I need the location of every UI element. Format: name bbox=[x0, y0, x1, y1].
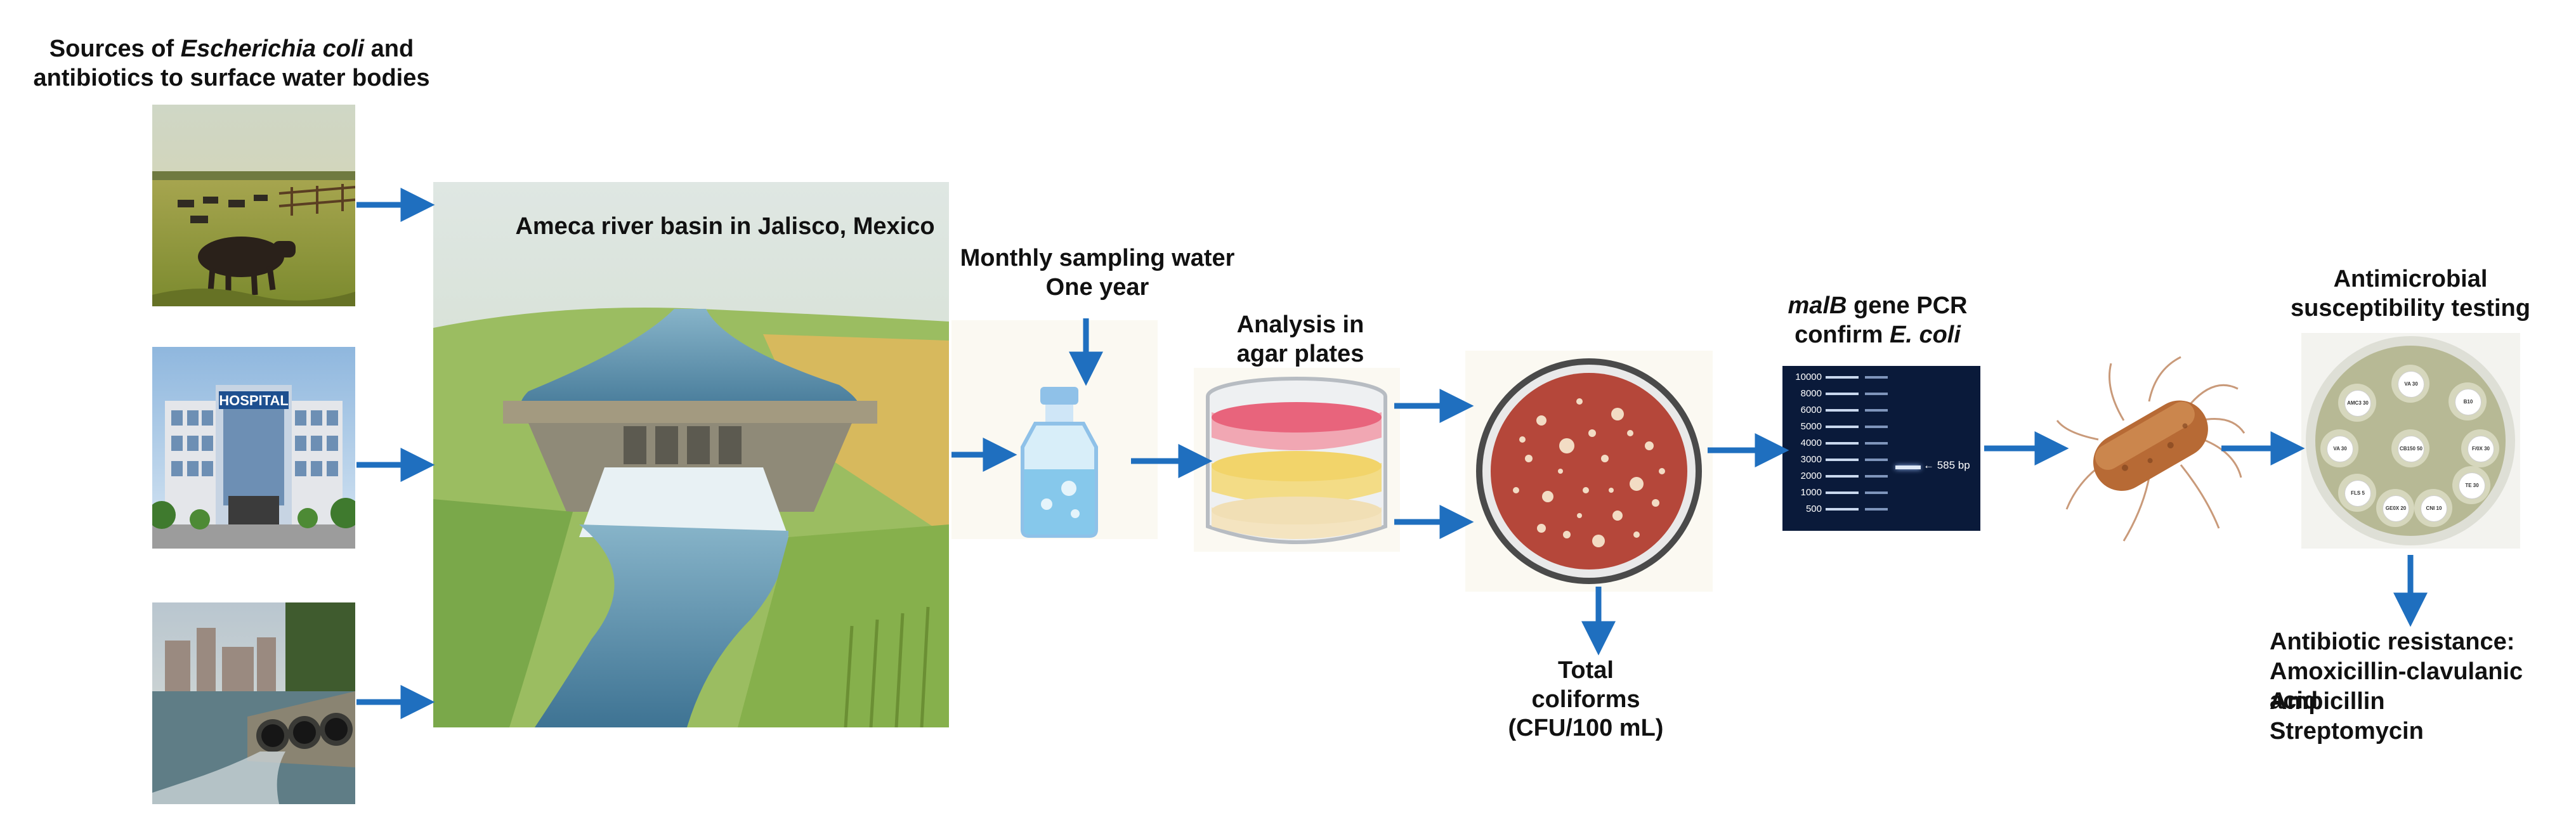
ast-line2: susceptibility testing bbox=[2291, 294, 2530, 322]
ladder-band bbox=[1865, 376, 1888, 379]
agar-line1: Analysis in bbox=[1236, 311, 1364, 338]
agar-label: Analysis in agar plates bbox=[1199, 311, 1402, 368]
sources-title-line2: antibiotics to surface water bodies bbox=[33, 64, 430, 91]
ast-plate-image: AMC3 30 VA 30 B10 VA 30 CB150 50 F/0X 30 FLS 5… bbox=[2301, 333, 2520, 549]
ladder-size-label: 6000 bbox=[1800, 405, 1822, 415]
ast-label: Antimicrobial susceptibility testing bbox=[2277, 265, 2544, 323]
coliforms-line2: coliforms bbox=[1531, 686, 1640, 713]
pcr-title-italic: malB bbox=[1788, 292, 1847, 319]
pcr-product-band bbox=[1895, 465, 1921, 469]
antibiotic-disc: AMC3 30 bbox=[2344, 390, 2371, 417]
ladder-band bbox=[1826, 491, 1859, 494]
ladder-size-label: 5000 bbox=[1800, 421, 1822, 432]
ladder-size-label: 2000 bbox=[1800, 471, 1822, 481]
hospital-image: HOSPITAL bbox=[152, 347, 355, 549]
river-basin-image: Ameca river basin in Jalisco, Mexico bbox=[433, 182, 949, 727]
coliforms-label: Total coliforms (CFU/100 mL) bbox=[1459, 656, 1713, 743]
antibiotic-disc: F/0X 30 bbox=[2468, 436, 2494, 462]
ladder-band bbox=[1826, 376, 1859, 379]
ladder-band bbox=[1826, 475, 1859, 478]
discharge-pipes-image bbox=[152, 602, 355, 804]
ladder-size-label: 1000 bbox=[1800, 487, 1822, 498]
ladder-band bbox=[1865, 459, 1888, 461]
antibiotic-disc: VA 30 bbox=[2327, 436, 2353, 462]
e-coli-bacterium-icon bbox=[2054, 351, 2247, 547]
sampling-line2: One year bbox=[1045, 273, 1149, 301]
ast-line1: Antimicrobial bbox=[2333, 266, 2488, 292]
ladder-band bbox=[1826, 508, 1859, 511]
ladder-band bbox=[1826, 426, 1859, 428]
ladder-size-label: 3000 bbox=[1800, 454, 1822, 465]
water-bottle-icon bbox=[951, 320, 1158, 539]
pcr-line2-pre: confirm bbox=[1795, 321, 1890, 348]
antibiotic-disc: FLS 5 bbox=[2344, 480, 2371, 507]
pcr-label: malB gene PCR confirm E. coli bbox=[1744, 292, 2011, 349]
resistance-item: Ampicillin bbox=[2270, 688, 2385, 715]
ladder-size-label: 500 bbox=[1805, 504, 1822, 514]
sampling-line1: Monthly sampling water bbox=[960, 245, 1235, 271]
antibiotic-disc: B10 bbox=[2455, 389, 2481, 415]
resistance-item: Amoxicillin-clavulanic acid bbox=[2270, 658, 2523, 714]
ladder-band bbox=[1865, 491, 1888, 494]
agar-line2: agar plates bbox=[1236, 340, 1364, 367]
petri-dish-coliforms-icon bbox=[1465, 351, 1713, 592]
ladder-band bbox=[1865, 409, 1888, 412]
river-basin-title: Ameca river basin in Jalisco, Mexico bbox=[515, 213, 935, 240]
pcr-line2-italic: E. coli bbox=[1889, 321, 1961, 348]
antibiotic-disc: GE0X 20 bbox=[2383, 495, 2409, 522]
ladder-band bbox=[1865, 442, 1888, 445]
antibiotic-disc: CB150 50 bbox=[2398, 436, 2424, 462]
ladder-band bbox=[1865, 475, 1888, 478]
sources-title-italic: Escherichia coli bbox=[180, 36, 365, 62]
antibiotic-disc: TE 30 bbox=[2459, 472, 2485, 499]
ladder-band bbox=[1826, 393, 1859, 395]
pcr-gel-image: 10000 8000 6000 5000 4000 3000 2000 1000 500 ← 5… bbox=[1782, 366, 1980, 531]
agar-plates-stack-icon bbox=[1194, 368, 1400, 552]
resistance-item: Streptomycin bbox=[2270, 718, 2424, 745]
sources-title: Sources of Escherichia coli and antibiot… bbox=[25, 35, 438, 93]
ladder-band bbox=[1865, 426, 1888, 428]
coliforms-line1: Total bbox=[1558, 657, 1614, 684]
hospital-sign: HOSPITAL bbox=[219, 393, 289, 408]
sources-title-post: and bbox=[364, 36, 414, 62]
ladder-band bbox=[1865, 508, 1888, 511]
ladder-band bbox=[1826, 442, 1859, 445]
ladder-size-label: 10000 bbox=[1795, 372, 1822, 382]
pasture-cattle-image bbox=[152, 105, 355, 306]
sources-title-pre: Sources of bbox=[49, 36, 181, 62]
resistance-title: Antibiotic resistance: bbox=[2270, 628, 2515, 655]
antibiotic-disc: CNI 10 bbox=[2421, 495, 2447, 522]
coliforms-line3: (CFU/100 mL) bbox=[1508, 715, 1664, 742]
ladder-size-label: 4000 bbox=[1800, 438, 1822, 448]
ladder-band bbox=[1826, 459, 1859, 461]
antibiotic-disc: VA 30 bbox=[2398, 371, 2424, 398]
pcr-title-post: gene PCR bbox=[1847, 292, 1968, 319]
ladder-band bbox=[1826, 409, 1859, 412]
ladder-band bbox=[1865, 393, 1888, 395]
band-size-label: ← 585 bp bbox=[1923, 459, 1970, 471]
ladder-size-label: 8000 bbox=[1800, 388, 1822, 399]
sampling-label: Monthly sampling water One year bbox=[945, 244, 1250, 302]
